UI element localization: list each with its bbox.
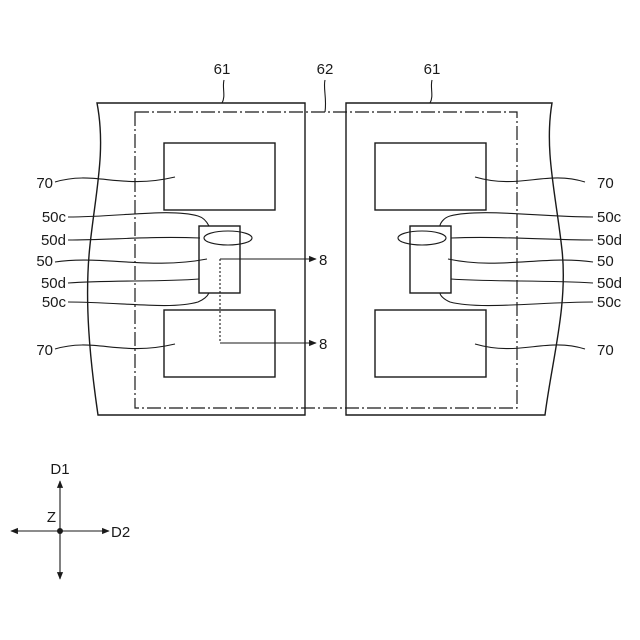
label-61-right: 61	[424, 61, 441, 78]
component-70-left-top	[164, 143, 275, 210]
label-62: 62	[317, 61, 334, 78]
component-70-right-top	[375, 143, 486, 210]
leader-50d-right-bottom	[451, 279, 593, 283]
component-70-right-bottom	[375, 310, 486, 377]
label-70-right-top: 70	[597, 175, 614, 192]
leader-61-right	[430, 80, 432, 103]
leader-50d-left-top	[68, 237, 200, 240]
leader-70-left-top	[55, 177, 175, 182]
label-8-top: 8	[319, 252, 327, 269]
leader-50c-left-top	[68, 213, 209, 226]
axis-label-d1: D1	[50, 461, 69, 478]
label-70-left-bottom: 70	[36, 342, 53, 359]
right-panel-61	[346, 103, 563, 415]
label-50d-right-bottom: 50d	[597, 275, 622, 292]
label-50-left: 50	[36, 253, 53, 270]
z-axis-dot	[57, 528, 63, 534]
leader-70-left-bottom	[55, 344, 175, 349]
label-50c-right-bottom: 50c	[597, 294, 622, 311]
leader-50-right	[448, 259, 593, 263]
leader-50-left	[55, 259, 207, 263]
leader-70-right-top	[475, 177, 585, 182]
leader-50c-left-bottom	[68, 293, 209, 306]
label-50-right: 50	[597, 253, 614, 270]
label-50c-right-top: 50c	[597, 209, 622, 226]
label-50c-left-top: 50c	[42, 209, 67, 226]
loop-50d-right	[398, 231, 446, 245]
label-50d-right-top: 50d	[597, 232, 622, 249]
leader-50d-right-top	[451, 237, 593, 240]
axis-label-d2: D2	[111, 524, 130, 541]
label-70-right-bottom: 70	[597, 342, 614, 359]
label-50c-left-bottom: 50c	[42, 294, 67, 311]
axis-indicator	[11, 481, 109, 579]
label-70-left-top: 70	[36, 175, 53, 192]
label-50d-left-bottom: 50d	[41, 275, 66, 292]
loop-50d-left	[204, 231, 252, 245]
label-50d-left-top: 50d	[41, 232, 66, 249]
section-line-8	[220, 259, 316, 343]
axis-label-z: Z	[47, 509, 56, 526]
label-8-bottom: 8	[319, 336, 327, 353]
leader-70-right-bottom	[475, 344, 585, 349]
label-61-left: 61	[214, 61, 231, 78]
leader-61-left	[222, 80, 224, 103]
leader-62	[324, 80, 325, 112]
